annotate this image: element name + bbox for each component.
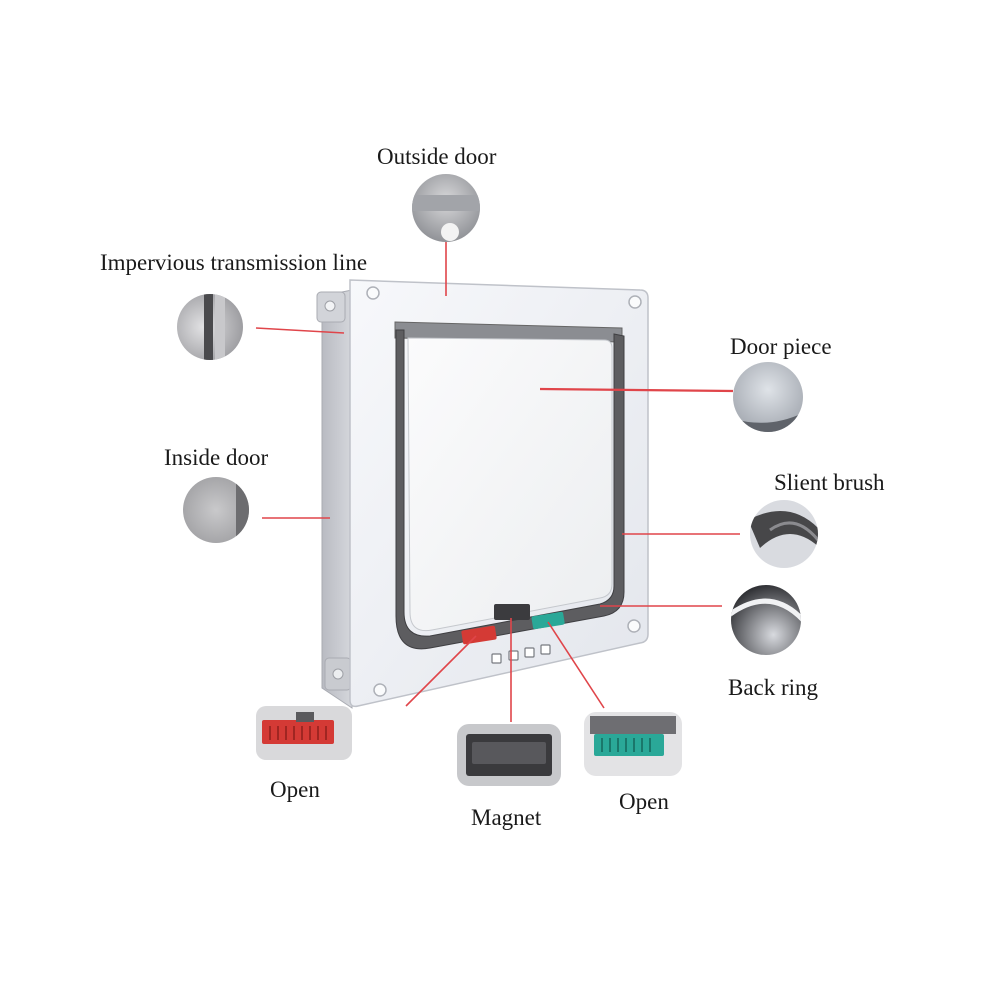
- frame-screw-bl: [373, 683, 387, 697]
- cat-flap: [316, 279, 649, 709]
- inside-door-plate: [321, 289, 353, 709]
- red-latch: [461, 625, 497, 645]
- frame-screw-br: [627, 619, 641, 633]
- inside-door-screw-top: [324, 300, 336, 312]
- detail-back-ring: [731, 585, 801, 655]
- leader-door-piece: [539, 387, 734, 393]
- detail-outside-door: [412, 174, 480, 242]
- leader-impervious-line: [255, 327, 345, 334]
- label-magnet: Magnet: [471, 805, 542, 830]
- label-door-piece: Door piece: [730, 334, 832, 359]
- label-impervious-transmission-line: Impervious transmission line: [100, 250, 368, 275]
- detail-open-left: [256, 706, 352, 760]
- detail-impervious-line: [177, 294, 243, 360]
- detail-silent-brush: [750, 500, 818, 568]
- frame-screw-tr: [628, 295, 642, 309]
- inside-door-screw-bottom: [332, 668, 344, 680]
- lock-mode-icons: [491, 644, 551, 664]
- label-inside-door: Inside door: [164, 445, 269, 470]
- label-open-left: Open: [270, 777, 320, 802]
- detail-inside-door: [183, 477, 249, 543]
- detail-magnet: [457, 724, 561, 786]
- frame-screw-tl: [366, 286, 380, 300]
- magnet-block: [494, 604, 530, 620]
- leader-open-left: [405, 635, 477, 707]
- label-silent-brush: Slient brush: [774, 470, 885, 495]
- detail-open-right: [584, 712, 682, 776]
- label-back-ring: Back ring: [728, 675, 819, 700]
- detail-door-piece: [733, 362, 803, 432]
- label-open-right: Open: [619, 789, 669, 814]
- leader-open-right: [547, 621, 605, 709]
- silent-brush-ring: [395, 329, 625, 650]
- label-outside-door: Outside door: [377, 144, 497, 169]
- door-piece-flap: [407, 337, 613, 632]
- teal-latch: [531, 611, 565, 630]
- leader-lines: [255, 242, 740, 722]
